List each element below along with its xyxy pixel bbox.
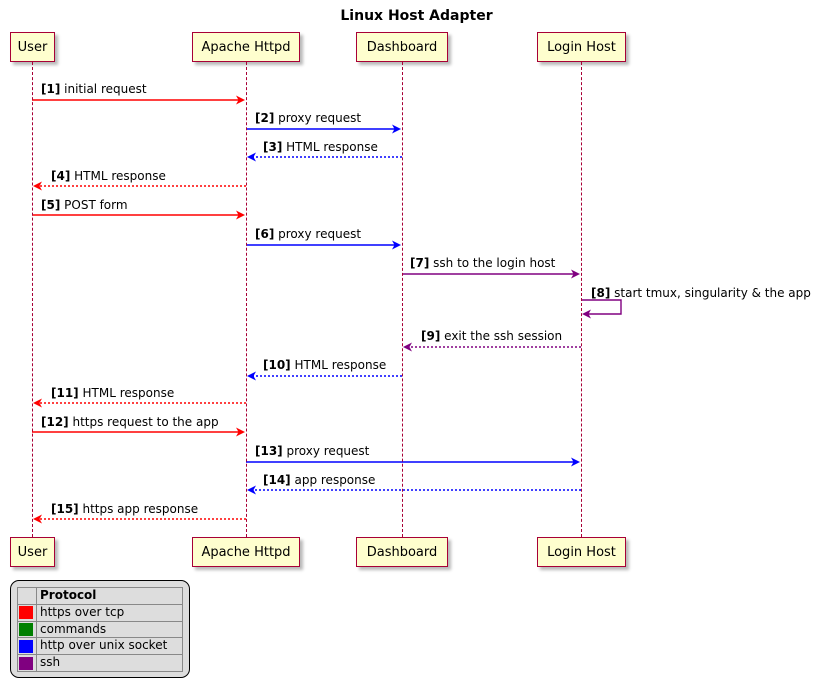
message-number: [2] bbox=[255, 111, 275, 125]
message-label-11: [11] HTML response bbox=[51, 387, 174, 399]
message-number: [9] bbox=[421, 329, 441, 343]
message-text: exit the ssh session bbox=[440, 329, 563, 343]
message-text: ssh to the login host bbox=[429, 256, 556, 270]
message-label-3: [3] HTML response bbox=[263, 141, 378, 153]
message-label-6: [6] proxy request bbox=[255, 228, 361, 240]
arrowhead-5 bbox=[236, 210, 245, 220]
arrowhead-3 bbox=[247, 152, 256, 162]
message-label-5: [5] POST form bbox=[41, 199, 128, 211]
participant-apache-top[interactable]: Apache Httpd bbox=[192, 32, 300, 62]
arrowhead-15 bbox=[33, 514, 42, 524]
legend-header-label: Protocol bbox=[36, 587, 183, 605]
arrowhead-7 bbox=[571, 269, 580, 279]
legend-color-swatch bbox=[19, 656, 33, 670]
message-number: [1] bbox=[41, 82, 61, 96]
participant-loginhost-top[interactable]: Login Host bbox=[537, 32, 626, 62]
message-number: [4] bbox=[51, 169, 71, 183]
message-number: [8] bbox=[591, 286, 611, 300]
arrowhead-11 bbox=[33, 398, 42, 408]
message-label-7: [7] ssh to the login host bbox=[410, 257, 555, 269]
legend-row: https over tcp bbox=[17, 603, 183, 622]
participant-dashboard-bottom[interactable]: Dashboard bbox=[356, 537, 448, 567]
message-number: [6] bbox=[255, 227, 275, 241]
message-text: proxy request bbox=[274, 227, 362, 241]
arrowhead-13 bbox=[571, 457, 580, 467]
message-text: proxy request bbox=[282, 444, 370, 458]
legend-swatch-cell bbox=[17, 620, 37, 639]
message-number: [14] bbox=[263, 473, 291, 487]
message-number: [7] bbox=[410, 256, 430, 270]
message-label-8: [8] start tmux, singularity & the app bbox=[591, 287, 811, 299]
arrowhead-1 bbox=[236, 95, 245, 105]
message-text: https app response bbox=[78, 502, 199, 516]
message-text: initial request bbox=[60, 82, 147, 96]
message-number: [5] bbox=[41, 198, 61, 212]
participant-loginhost-bottom[interactable]: Login Host bbox=[537, 537, 626, 567]
message-text: HTML response bbox=[70, 169, 166, 183]
legend-color-swatch bbox=[19, 606, 33, 620]
message-number: [10] bbox=[263, 358, 291, 372]
arrowhead-8 bbox=[582, 309, 591, 319]
participant-user-top[interactable]: User bbox=[10, 32, 55, 62]
legend-color-swatch bbox=[19, 622, 33, 636]
lifeline-user bbox=[32, 62, 33, 537]
message-number: [12] bbox=[41, 415, 69, 429]
message-label-13: [13] proxy request bbox=[255, 445, 369, 457]
arrowhead-14 bbox=[247, 485, 256, 495]
message-number: [11] bbox=[51, 386, 79, 400]
message-text: https request to the app bbox=[68, 415, 219, 429]
lifeline-loginhost bbox=[581, 62, 582, 537]
message-text: app response bbox=[290, 473, 376, 487]
message-text: HTML response bbox=[78, 386, 175, 400]
message-text: HTML response bbox=[290, 358, 387, 372]
legend-protocol-label: https over tcp bbox=[36, 603, 183, 622]
message-label-4: [4] HTML response bbox=[51, 170, 166, 182]
message-label-2: [2] proxy request bbox=[255, 112, 361, 124]
diagram-title: Linux Host Adapter bbox=[340, 8, 493, 24]
message-number: [3] bbox=[263, 140, 283, 154]
legend-row: http over unix socket bbox=[17, 637, 183, 656]
legend-swatch-cell bbox=[17, 654, 37, 672]
message-text: POST form bbox=[60, 198, 128, 212]
arrowhead-10 bbox=[247, 371, 256, 381]
arrowhead-9 bbox=[403, 342, 412, 352]
legend-protocol-label: ssh bbox=[36, 654, 183, 672]
legend-swatch-cell bbox=[17, 637, 37, 656]
message-label-12: [12] https request to the app bbox=[41, 416, 219, 428]
legend-row: commands bbox=[17, 620, 183, 639]
participant-user-bottom[interactable]: User bbox=[10, 537, 55, 567]
message-number: [15] bbox=[51, 502, 79, 516]
message-arrow-8 bbox=[581, 299, 622, 315]
participant-apache-bottom[interactable]: Apache Httpd bbox=[192, 537, 300, 567]
message-label-1: [1] initial request bbox=[41, 83, 147, 95]
message-number: [13] bbox=[255, 444, 283, 458]
legend-swatch-cell bbox=[17, 603, 37, 622]
legend-header-swatch-cell bbox=[17, 587, 37, 605]
message-label-15: [15] https app response bbox=[51, 503, 198, 515]
legend-protocol-label: commands bbox=[36, 620, 183, 639]
lifeline-apache bbox=[246, 62, 247, 537]
legend-header-row: Protocol bbox=[17, 587, 183, 605]
legend-protocol-label: http over unix socket bbox=[36, 637, 183, 656]
message-label-10: [10] HTML response bbox=[263, 359, 386, 371]
arrowhead-6 bbox=[392, 240, 401, 250]
message-label-9: [9] exit the ssh session bbox=[421, 330, 562, 342]
arrowhead-2 bbox=[392, 124, 401, 134]
message-text: HTML response bbox=[282, 140, 378, 154]
legend-row: ssh bbox=[17, 654, 183, 672]
participant-dashboard-top[interactable]: Dashboard bbox=[356, 32, 448, 62]
lifeline-dashboard bbox=[402, 62, 403, 537]
message-label-14: [14] app response bbox=[263, 474, 375, 486]
arrowhead-4 bbox=[33, 181, 42, 191]
arrowhead-12 bbox=[236, 427, 245, 437]
message-text: start tmux, singularity & the app bbox=[610, 286, 811, 300]
legend-color-swatch bbox=[19, 639, 33, 653]
message-text: proxy request bbox=[274, 111, 362, 125]
